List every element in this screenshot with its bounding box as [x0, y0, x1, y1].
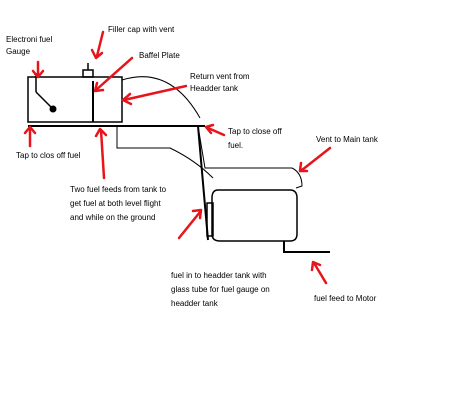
- motor-feed-pipe: [283, 241, 330, 253]
- label-fuel-in-line2: glass tube for fuel gauge on: [171, 285, 270, 294]
- return-vent-line: [121, 76, 201, 119]
- arrow-vent-main-tank: [298, 146, 332, 173]
- label-baffel-plate: Baffel Plate: [139, 51, 180, 60]
- arrow-fuel-gauge: [31, 60, 45, 79]
- label-two-feeds-line3: and while on the ground: [70, 213, 155, 222]
- connector-bracket: [116, 126, 214, 179]
- label-return-vent-line2: Headder tank: [190, 84, 239, 93]
- arrow-fuel-feed-motor: [310, 260, 328, 285]
- electronic-fuel-gauge: [34, 73, 57, 113]
- label-filler-cap: Filler cap with vent: [108, 25, 175, 34]
- label-tap-close-off-line1: Tap to close off: [228, 127, 282, 136]
- arrow-filler-cap: [90, 30, 105, 60]
- arrow-tap-close-left: [23, 125, 37, 148]
- header-vent-line: [197, 125, 303, 189]
- label-fuel-in-line1: fuel in to headder tank with: [171, 271, 267, 280]
- label-tap-clos-off-fuel: Tap to clos off fuel: [16, 151, 81, 160]
- label-fuel-feed-motor: fuel feed to Motor: [314, 294, 377, 303]
- header-tank: [206, 189, 298, 242]
- arrow-fuel-in: [177, 208, 203, 240]
- annotation-arrows: [23, 30, 332, 285]
- glass-tube-gauge: [206, 202, 214, 237]
- arrow-two-feeds: [94, 127, 108, 180]
- label-electronic-fuel-gauge-line2: Gauge: [6, 47, 31, 56]
- main-tank: [27, 76, 123, 123]
- arrow-tap-close-right: [204, 123, 226, 137]
- arrow-baffel-plate: [93, 56, 134, 93]
- label-vent-main-tank: Vent to Main tank: [316, 135, 379, 144]
- label-electronic-fuel-gauge-line1: Electroni fuel: [6, 35, 52, 44]
- filler-cap: [82, 63, 94, 78]
- arrow-return-vent: [121, 84, 188, 106]
- main-tank-body: [27, 76, 123, 123]
- label-tap-close-off-line2: fuel.: [228, 141, 243, 150]
- label-two-feeds-line1: Two fuel feeds from tank to: [70, 185, 167, 194]
- label-fuel-in-line3: headder tank: [171, 299, 219, 308]
- label-two-feeds-line2: get fuel at both level flight: [70, 199, 162, 208]
- label-return-vent-line1: Return vent from: [190, 72, 250, 81]
